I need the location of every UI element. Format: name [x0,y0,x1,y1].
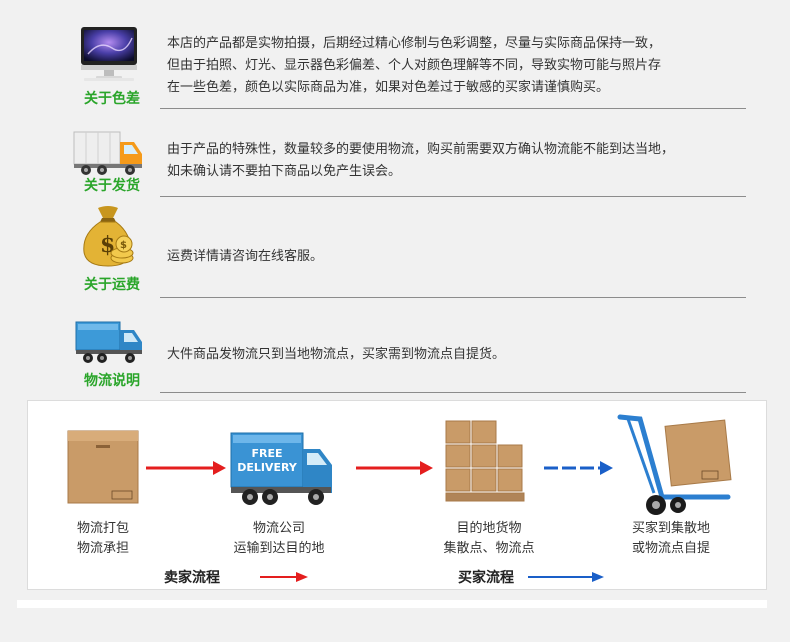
text-line: 运费详情请咨询在线客服。 [167,249,324,264]
truck-text-delivery: DELIVERY [237,461,298,474]
seller-legend-arrow [260,572,308,582]
text-line: 但由于拍照、灯光、显示器色彩偏差、个人对颜色理解等不同，导致实物可能与照片存 [167,58,662,73]
money-bag-icon: $ $ [83,206,134,267]
buyer-legend-arrow [528,572,604,582]
stacked-boxes-icon [445,420,525,502]
caption-line: 物流打包 [76,521,129,536]
text-line: 本店的产品都是实物拍摄，后期经过精心修制与色彩调整，尽量与实际商品保持一致， [167,36,662,51]
text-line: 大件商品发物流只到当地物流点，买家需到物流点自提货。 [167,347,506,362]
divider [160,108,746,109]
hand-truck-icon [617,414,732,515]
buyer-flow-legend: 买家流程 [458,570,514,586]
section-label: 关于色差 [84,91,140,107]
delivery-truck-icon [73,131,142,175]
caption-line: 或物流点自提 [631,541,710,556]
section-text: 本店的产品都是实物拍摄，后期经过精心修制与色彩调整，尽量与实际商品保持一致， 但… [167,33,752,99]
caption-line: 物流公司 [252,521,305,536]
divider [160,196,746,197]
free-delivery-truck-icon [230,432,332,505]
monitor-icon [81,27,137,81]
section-color-difference: 关于色差 本店的产品都是实物拍摄，后期经过精心修制与色彩调整，尽量与实际商品保持… [0,0,790,112]
seller-arrow [146,461,226,475]
flow-step-caption: 物流公司 运输到达目的地 [214,519,344,559]
caption-line: 物流承担 [76,541,129,556]
section-shipping: 关于发货 由于产品的特殊性，数量较多的要使用物流，购买前需要双方确认物流能不能到… [0,112,790,198]
flow-graphic: FREE DELIVERY [67,414,732,582]
truck-text-free: FREE [251,447,282,460]
cardboard-box-icon [67,430,139,504]
section-text: 大件商品发物流只到当地物流点，买家需到物流点自提货。 [167,344,752,366]
section-text: 由于产品的特殊性，数量较多的要使用物流，购买前需要双方确认物流能不能到达当地， … [167,139,752,183]
flow-step-caption: 买家到集散地 或物流点自提 [606,519,736,559]
flow-step-caption: 物流打包 物流承担 [48,519,158,559]
caption-line: 运输到达目的地 [233,541,325,556]
section-label: 关于发货 [84,178,140,194]
blue-truck-icon [75,321,142,363]
caption-line: 集散点、物流点 [443,541,535,556]
text-line: 在一些色差，颜色以实际商品为准，如果对色差过于敏感的买家请谨慎购买。 [167,80,610,95]
svg-text:$: $ [120,240,127,251]
section-label: 关于运费 [84,277,140,293]
section-logistics: 物流说明 大件商品发物流只到当地物流点，买家需到物流点自提货。 [0,298,790,394]
seller-arrow [356,461,433,475]
bottom-strip [17,600,767,608]
divider [160,392,746,393]
caption-line: 买家到集散地 [631,521,710,536]
section-label: 物流说明 [84,373,140,389]
seller-flow-legend: 卖家流程 [164,570,220,586]
caption-line: 目的地货物 [456,521,522,536]
buyer-arrow [544,461,613,475]
section-text: 运费详情请咨询在线客服。 [167,246,752,268]
section-freight: $ $ 关于运费 运费详情请咨询在线客服。 [0,198,790,298]
divider [160,297,746,298]
logistics-flow-panel: FREE DELIVERY [27,400,767,590]
text-line: 如未确认请不要拍下商品以免产生误会。 [167,164,402,179]
flow-step-caption: 目的地货物 集散点、物流点 [424,519,554,559]
text-line: 由于产品的特殊性，数量较多的要使用物流，购买前需要双方确认物流能不能到达当地， [167,142,675,157]
